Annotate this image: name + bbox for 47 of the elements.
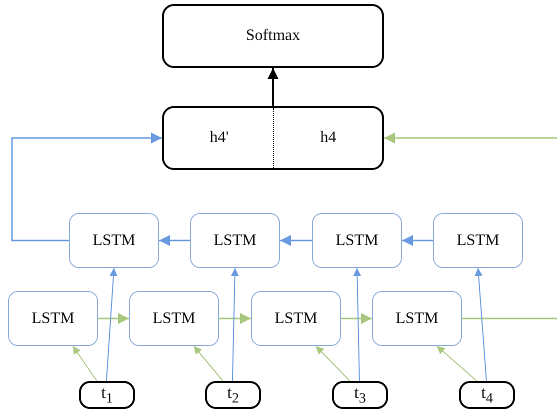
node-label: LSTM [32, 310, 74, 328]
node-label: t$_{3}$ [354, 382, 366, 408]
arrow [384, 132, 557, 144]
lstm-box [312, 213, 402, 268]
lstm-box [372, 291, 462, 346]
arrow [159, 235, 190, 246]
node-label: h4' [210, 129, 229, 147]
lstm-box [190, 213, 280, 268]
node-label: h4 [320, 129, 336, 147]
arrow [436, 346, 478, 382]
arrow [474, 268, 487, 382]
connector-line [462, 318, 557, 320]
node-label: Softmax [246, 27, 300, 45]
process-box [162, 4, 384, 68]
node-label: t$_{1}$ [101, 382, 113, 408]
lstm-box [8, 291, 98, 346]
node-label: t$_{4}$ [481, 382, 493, 408]
arrow [402, 235, 433, 246]
input-box [205, 381, 261, 409]
lstm-box [251, 291, 341, 346]
process-box [162, 106, 384, 170]
node-label: LSTM [274, 310, 318, 328]
node-label: LSTM [456, 232, 500, 250]
node-label: LSTM [396, 310, 438, 328]
input-box [459, 381, 515, 409]
arrow [193, 346, 224, 382]
arrow [98, 313, 129, 324]
arrow [72, 346, 98, 382]
lstm-box [129, 291, 219, 346]
input-box [332, 381, 388, 409]
node-label: LSTM [152, 310, 196, 328]
arrow [106, 268, 118, 382]
node-label: LSTM [92, 232, 136, 250]
arrow [219, 313, 251, 324]
arrow [341, 313, 372, 324]
input-box [79, 381, 135, 409]
arrow [280, 235, 312, 246]
lstm-box [69, 213, 159, 268]
lstm-box [433, 213, 523, 268]
node-label: LSTM [336, 232, 378, 250]
arrow [11, 132, 162, 242]
node-label: t$_{2}$ [227, 382, 239, 408]
arrow [315, 346, 350, 382]
arrow [230, 268, 239, 382]
node-label: LSTM [214, 232, 256, 250]
arrow [353, 268, 362, 382]
arrow [268, 68, 278, 106]
